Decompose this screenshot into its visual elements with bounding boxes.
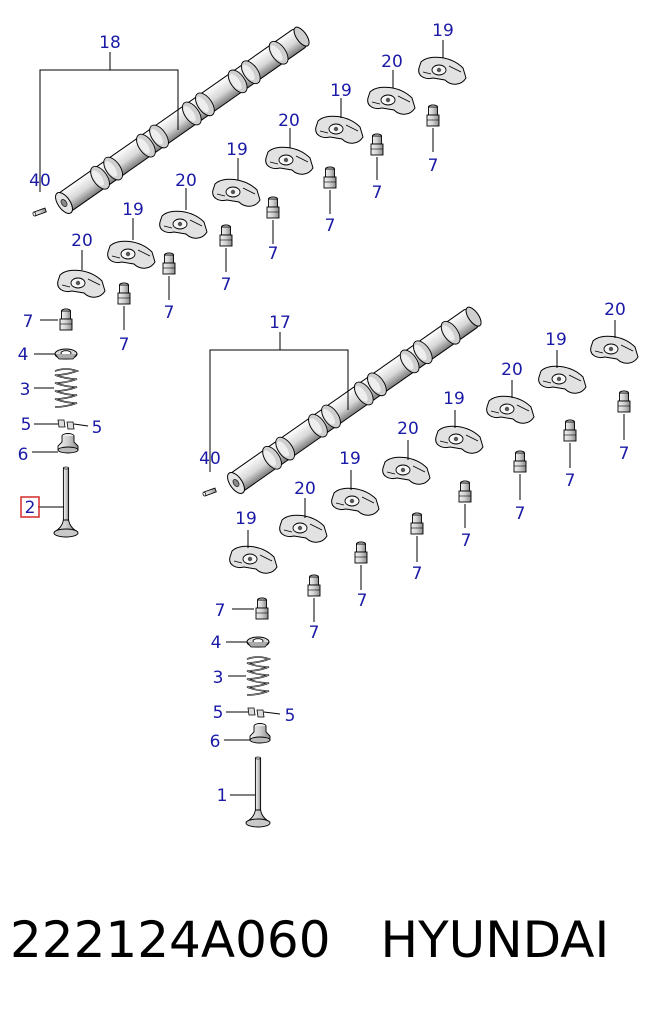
valve-stack-left (53, 348, 79, 538)
leader-lines-stack-right (224, 641, 281, 796)
callout-19[interactable]: 19 (432, 21, 454, 41)
highlight-box-part-2 (20, 496, 40, 518)
callout-6[interactable]: 6 (18, 445, 29, 465)
callout-19[interactable]: 19 (235, 509, 257, 529)
callout-7[interactable]: 7 (164, 303, 175, 323)
leader-lines-lower (232, 320, 625, 622)
callout-20[interactable]: 20 (175, 171, 197, 191)
callout-7[interactable]: 7 (309, 623, 320, 643)
bracket-17 (209, 332, 349, 472)
callout-19[interactable]: 19 (545, 330, 567, 350)
callouts: 18 40 17 40 20 19 20 19 20 19 20 19 7 7 … (18, 21, 630, 806)
callout-5[interactable]: 5 (92, 418, 103, 438)
callout-7[interactable]: 7 (221, 275, 232, 295)
callout-19[interactable]: 19 (339, 449, 361, 469)
callout-7[interactable]: 7 (372, 183, 383, 203)
callout-20[interactable]: 20 (71, 231, 93, 251)
part-caption: 222124A060 HYUNDAI (10, 900, 640, 980)
callout-20[interactable]: 20 (381, 52, 403, 72)
callout-40[interactable]: 40 (29, 171, 51, 191)
callout-4[interactable]: 4 (211, 633, 222, 653)
part-number: 222124A060 (10, 911, 331, 969)
callout-7[interactable]: 7 (565, 471, 576, 491)
callout-5[interactable]: 5 (21, 415, 32, 435)
callout-3[interactable]: 3 (20, 380, 31, 400)
callout-7[interactable]: 7 (268, 244, 279, 264)
camshaft-upper (55, 26, 310, 214)
dowel-pin-lower (202, 487, 217, 497)
bracket-18 (39, 52, 179, 192)
leader-lines-upper (40, 40, 444, 330)
callout-5[interactable]: 5 (285, 706, 296, 726)
callout-18[interactable]: 18 (99, 33, 121, 53)
callout-20[interactable]: 20 (397, 419, 419, 439)
callout-20[interactable]: 20 (604, 300, 626, 320)
callout-7[interactable]: 7 (461, 531, 472, 551)
callout-5[interactable]: 5 (213, 703, 224, 723)
callout-1[interactable]: 1 (217, 786, 228, 806)
callout-7[interactable]: 7 (357, 591, 368, 611)
callout-7[interactable]: 7 (515, 504, 526, 524)
leader-lines-stack-left (32, 353, 89, 508)
callout-4[interactable]: 4 (18, 345, 29, 365)
callout-7[interactable]: 7 (619, 444, 630, 464)
callout-2[interactable]: 2 (25, 498, 36, 518)
callout-20[interactable]: 20 (501, 360, 523, 380)
callout-7[interactable]: 7 (23, 312, 34, 332)
callout-20[interactable]: 20 (278, 111, 300, 131)
brand-name: HYUNDAI (380, 911, 610, 969)
valve-stack-right (245, 636, 271, 828)
callout-7[interactable]: 7 (412, 564, 423, 584)
callout-6[interactable]: 6 (210, 732, 221, 752)
callout-7[interactable]: 7 (119, 335, 130, 355)
exploded-parts-diagram: 18 40 17 40 20 19 20 19 20 19 20 19 7 7 … (18, 21, 639, 828)
callout-20[interactable]: 20 (294, 479, 316, 499)
dowel-pin-upper (32, 207, 47, 217)
callout-3[interactable]: 3 (213, 668, 224, 688)
callout-19[interactable]: 19 (443, 389, 465, 409)
callout-19[interactable]: 19 (226, 140, 248, 160)
callout-17[interactable]: 17 (269, 313, 291, 333)
callout-7[interactable]: 7 (325, 216, 336, 236)
callout-19[interactable]: 19 (122, 200, 144, 220)
callout-7[interactable]: 7 (428, 156, 439, 176)
tappets-upper (59, 104, 440, 331)
callout-19[interactable]: 19 (330, 81, 352, 101)
callout-40[interactable]: 40 (199, 449, 221, 469)
callout-7[interactable]: 7 (215, 601, 226, 621)
